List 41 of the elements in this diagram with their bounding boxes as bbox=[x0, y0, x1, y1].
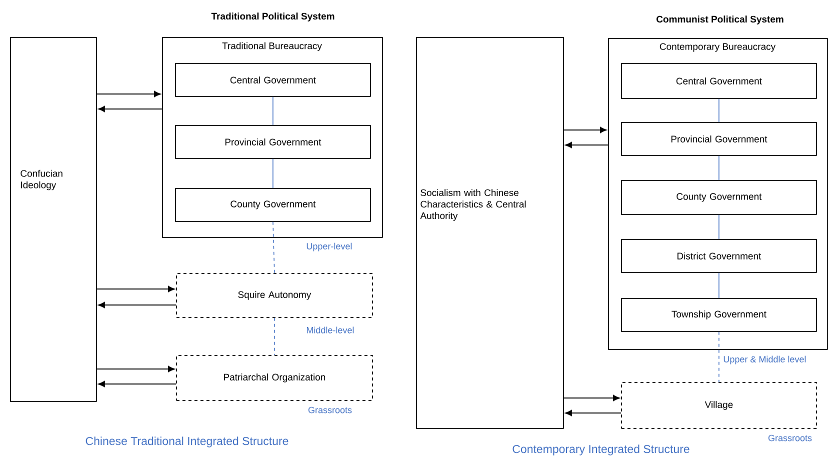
government-box: Central Government bbox=[621, 63, 817, 99]
government-box: Provincial Government bbox=[621, 122, 817, 156]
dashed-box: Village bbox=[621, 382, 817, 429]
level-label: Grassroots bbox=[308, 406, 352, 414]
arrow bbox=[565, 142, 608, 148]
connector-line bbox=[718, 98, 720, 122]
government-box: County Government bbox=[175, 188, 371, 222]
arrow bbox=[563, 126, 607, 134]
arrow bbox=[98, 106, 162, 112]
connector-line bbox=[272, 222, 275, 274]
connector-line bbox=[718, 156, 720, 180]
ideology-box: Confucian Ideology bbox=[10, 37, 97, 402]
arrow bbox=[96, 286, 175, 292]
title: Traditional Political System bbox=[211, 12, 334, 22]
arrow bbox=[96, 366, 175, 372]
government-box: County Government bbox=[621, 180, 817, 215]
edge-label: Upper & Middle level bbox=[722, 354, 808, 366]
connector-line bbox=[272, 96, 274, 126]
connector-line bbox=[274, 318, 275, 356]
caption: Contemporary Integrated Structure bbox=[512, 444, 690, 456]
connector-line bbox=[272, 158, 274, 188]
arrow bbox=[98, 380, 176, 388]
arrow bbox=[565, 410, 622, 416]
arrow bbox=[98, 302, 176, 308]
arrow bbox=[563, 394, 620, 402]
dashed-box: Squire Autonomy bbox=[176, 273, 373, 318]
government-box: Township Government bbox=[621, 298, 817, 332]
connector-line bbox=[718, 272, 720, 298]
edge-label: Upper-level bbox=[305, 242, 354, 252]
connector-line bbox=[718, 332, 720, 382]
dashed-box: Patriarchal Organization bbox=[176, 355, 373, 401]
caption: Chinese Traditional Integrated Structure bbox=[86, 436, 288, 448]
connector-line bbox=[718, 214, 720, 240]
ideology-box: Socialism with Chinese Characteristics & Central Authority bbox=[416, 37, 564, 429]
title: Communist Political System bbox=[656, 16, 784, 24]
government-box: Central Government bbox=[175, 63, 371, 97]
arrow bbox=[96, 90, 161, 98]
edge-label: Middle-level bbox=[305, 326, 356, 334]
government-box: District Government bbox=[621, 239, 817, 273]
level-label: Grassroots bbox=[768, 434, 812, 442]
government-box: Provincial Government bbox=[175, 125, 371, 159]
